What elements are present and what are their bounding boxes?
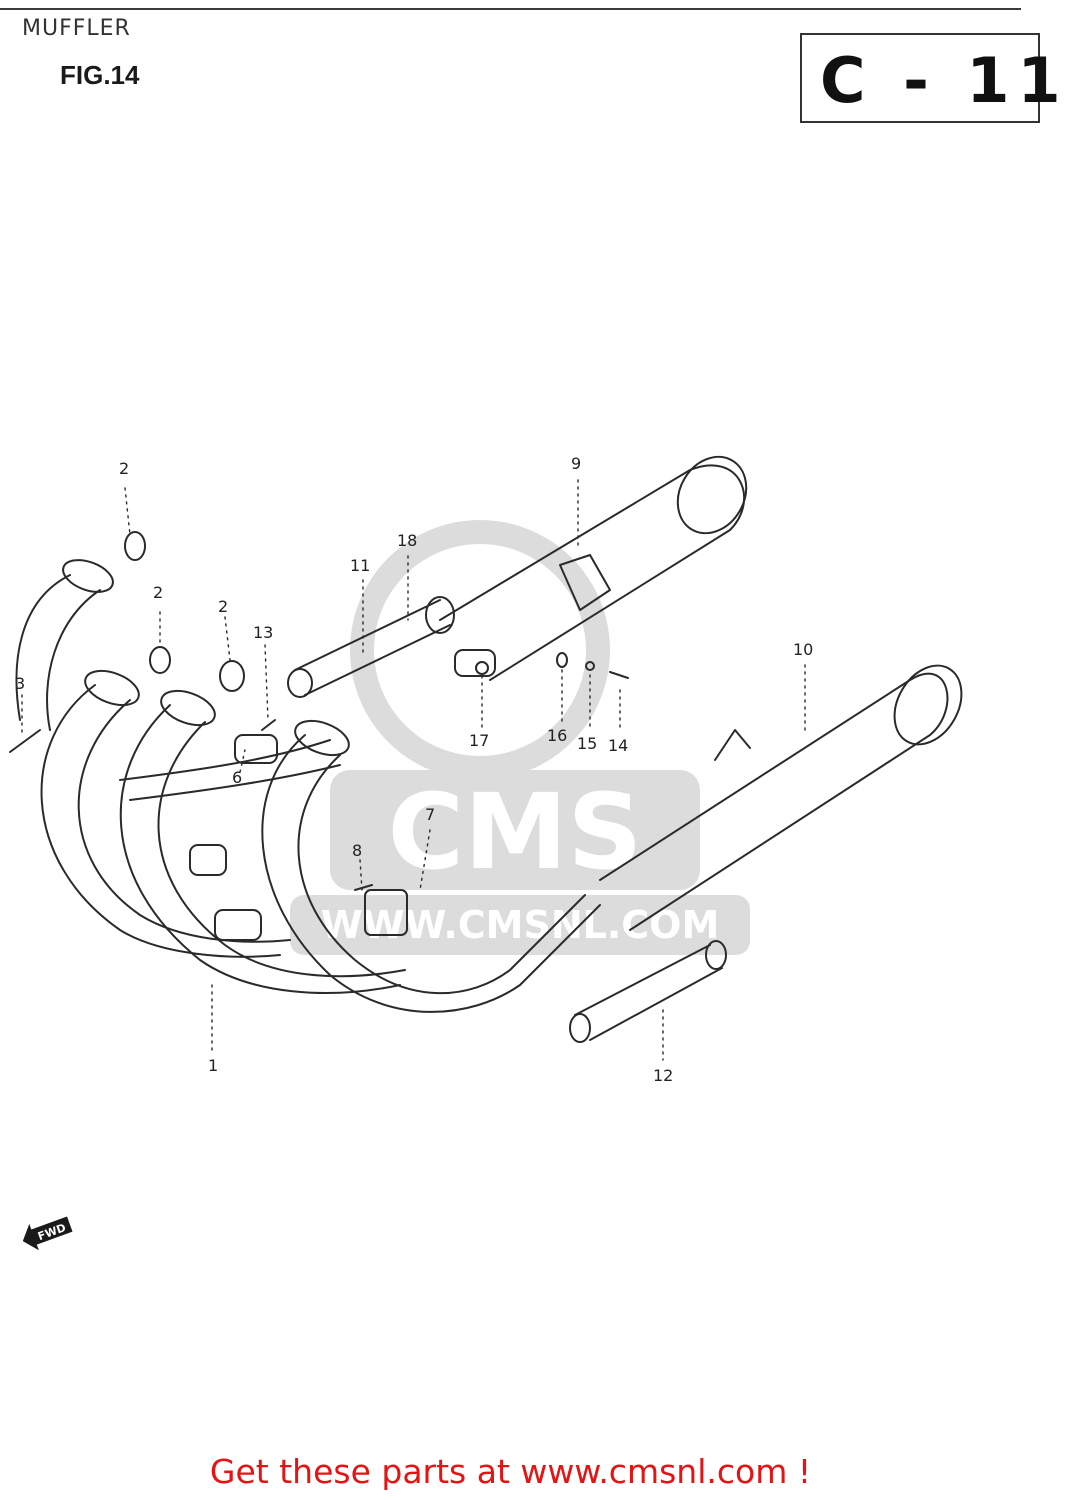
section-title: MUFFLER bbox=[22, 16, 131, 41]
callout-3: 3 bbox=[15, 674, 25, 693]
cms-watermark: CMS WWW.CMSNL.COM bbox=[290, 520, 750, 955]
callout-18: 18 bbox=[397, 531, 417, 550]
page-code: C - 11 bbox=[820, 44, 1069, 117]
washer-part-15 bbox=[585, 661, 595, 671]
callout-1: 1 bbox=[208, 1056, 218, 1075]
muffler-left bbox=[439, 455, 748, 681]
callout-6: 6 bbox=[232, 768, 242, 787]
watermark-brand: CMS bbox=[388, 771, 643, 893]
gasket-part-2b bbox=[149, 646, 171, 674]
callout-2a: 2 bbox=[119, 459, 129, 478]
callout-7: 7 bbox=[425, 805, 435, 824]
exhaust-pipe-3 bbox=[119, 689, 406, 994]
watermark-emblem bbox=[350, 520, 610, 780]
fwd-arrow-icon: FWD bbox=[22, 1216, 73, 1251]
watermark-url-plate bbox=[290, 895, 750, 955]
callout-9: 9 bbox=[571, 454, 581, 473]
nut-part-16 bbox=[556, 652, 568, 668]
muffler-right bbox=[599, 664, 963, 931]
callout-8: 8 bbox=[352, 841, 362, 860]
fwd-label: FWD bbox=[36, 1221, 67, 1243]
exhaust-pipe-4 bbox=[261, 719, 601, 1013]
callout-2b: 2 bbox=[153, 583, 163, 602]
bolt-part-14 bbox=[609, 671, 629, 679]
bolt-part-3 bbox=[9, 729, 41, 753]
callout-13: 13 bbox=[253, 623, 273, 642]
callout-16: 16 bbox=[547, 726, 567, 745]
callout-12: 12 bbox=[653, 1066, 673, 1085]
connecting-pipe bbox=[287, 596, 496, 698]
callout-2c: 2 bbox=[218, 597, 228, 616]
leader-lines bbox=[21, 479, 806, 1061]
figure-label: FIG.14 bbox=[60, 60, 140, 90]
gasket-part-2a bbox=[124, 531, 146, 561]
exhaust-pipe-1 bbox=[15, 559, 114, 731]
balance-pipe bbox=[119, 734, 341, 941]
buy-parts-link[interactable]: Get these parts at www.cmsnl.com ! bbox=[209, 1452, 812, 1491]
callout-10: 10 bbox=[793, 640, 813, 659]
callout-14: 14 bbox=[608, 736, 628, 755]
bolt-part-13 bbox=[261, 719, 276, 731]
top-rule bbox=[0, 8, 1021, 10]
gasket-part-2c bbox=[219, 660, 245, 692]
exploded-parts-diagram: CMS WWW.CMSNL.COM bbox=[9, 454, 963, 1251]
washer-part-17 bbox=[475, 661, 489, 675]
clamp-part-7 bbox=[364, 889, 408, 936]
watermark-url: WWW.CMSNL.COM bbox=[321, 903, 720, 947]
bolt-part-8 bbox=[354, 884, 373, 891]
sleeve-pipe bbox=[569, 940, 727, 1043]
callout-11: 11 bbox=[350, 556, 370, 575]
callout-15: 15 bbox=[577, 734, 597, 753]
callout-labels: 1 2 2 2 3 6 7 8 9 10 11 12 13 14 15 16 1… bbox=[15, 454, 813, 1085]
page-code-box bbox=[800, 33, 1040, 123]
watermark-brand-plate bbox=[330, 770, 700, 890]
callout-17: 17 bbox=[469, 731, 489, 750]
